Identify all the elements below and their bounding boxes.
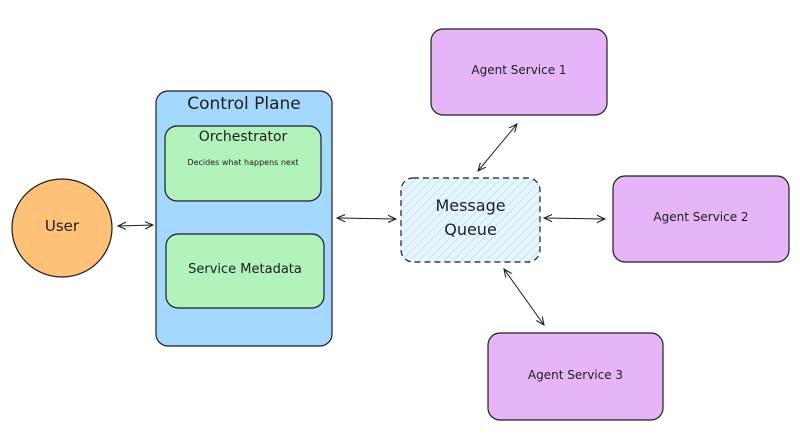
- service-metadata-label: Service Metadata: [188, 262, 302, 277]
- agent-service-2-label: Agent Service 2: [653, 210, 749, 224]
- control-plane-title: Control Plane: [187, 94, 301, 114]
- arrow-queue-agent-1: [478, 124, 517, 171]
- arrow-control-plane-queue: [337, 218, 396, 219]
- user-label: User: [44, 217, 80, 235]
- orchestrator-description: Decides what happens next: [187, 158, 299, 167]
- agent-service-1-label: Agent Service 1: [471, 63, 567, 77]
- arrow-queue-agent-2: [544, 218, 605, 219]
- message-queue-box[interactable]: [400, 177, 541, 263]
- user-node[interactable]: [11, 178, 113, 278]
- arrow-user-control-plane: [118, 225, 153, 226]
- message-queue-label-line2: Queue: [444, 220, 497, 239]
- service-metadata-box[interactable]: [165, 233, 325, 309]
- message-queue-label-line1: Message: [435, 196, 506, 215]
- agent-service-3-box[interactable]: [487, 332, 664, 421]
- orchestrator-box[interactable]: [164, 125, 322, 202]
- agent-service-1-box[interactable]: [430, 28, 608, 116]
- arrow-queue-agent-3: [504, 269, 544, 325]
- orchestrator-title: Orchestrator: [198, 129, 288, 145]
- agent-service-3-label: Agent Service 3: [527, 368, 624, 382]
- agent-service-2-box[interactable]: [612, 175, 790, 263]
